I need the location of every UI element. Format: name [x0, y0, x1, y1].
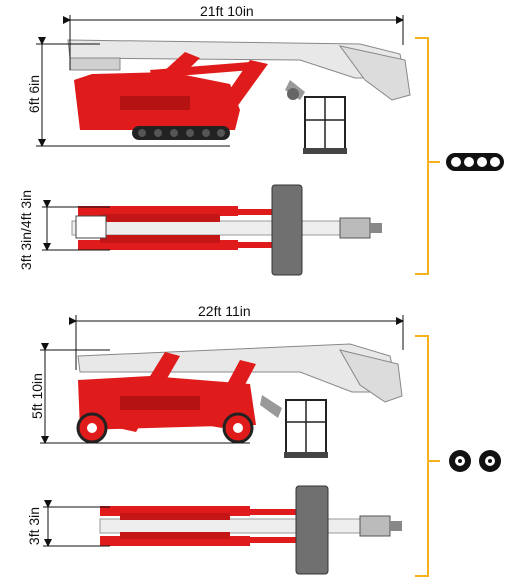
track-icon: [446, 153, 504, 171]
wheel-icon: [449, 450, 501, 472]
tracked-top-view: [71, 184, 382, 276]
wheeled-length-label: 22ft 11in: [198, 303, 251, 319]
wheeled-bracket: [415, 335, 429, 577]
tracked-side-view: [67, 39, 411, 154]
wheeled-side-view: [76, 343, 403, 458]
wheeled-top-view: [99, 485, 402, 575]
wheeled-width-label: 3ft 3in: [26, 506, 42, 546]
tracked-bracket: [415, 37, 429, 275]
tracked-height-label: 6ft 6in: [26, 74, 42, 114]
wheeled-height-label: 5ft 10in: [29, 373, 45, 419]
tracked-length-label: 21ft 10in: [200, 3, 254, 19]
tracked-width-label: 3ft 3in/4ft 3in: [18, 189, 34, 271]
